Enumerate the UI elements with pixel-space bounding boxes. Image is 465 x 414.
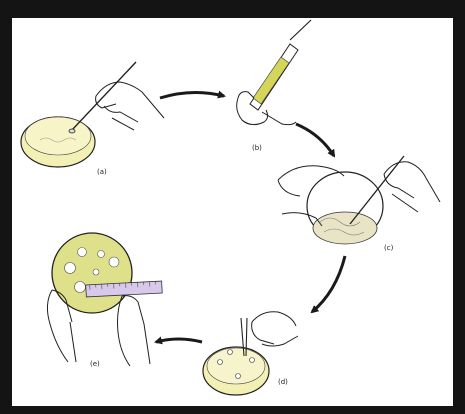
step-label-c: (c) [384,244,394,252]
step-label-d: (d) [278,378,288,386]
step-label-b: (b) [252,144,262,152]
step-label-a: (a) [97,168,107,176]
step-label-e: (e) [90,360,100,368]
